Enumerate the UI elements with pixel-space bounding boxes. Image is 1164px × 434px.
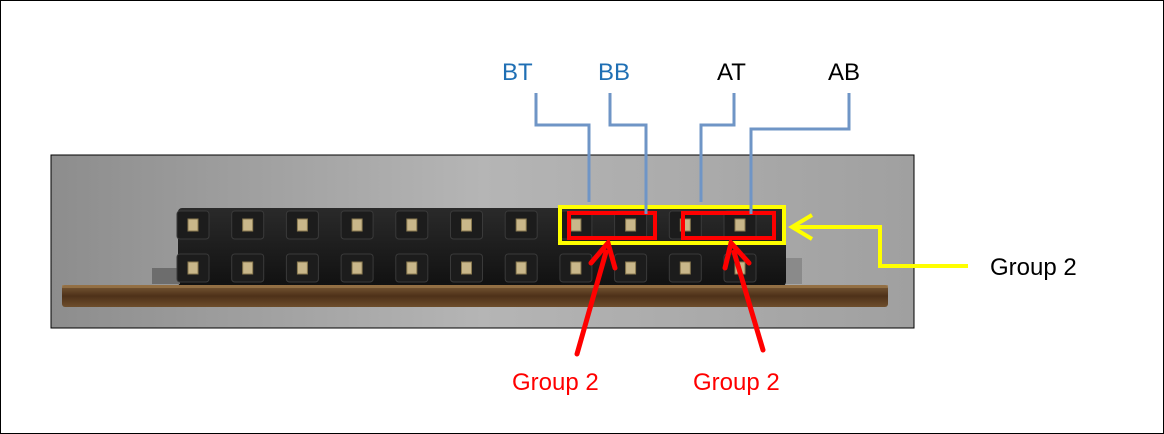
red-box-a-pair: [681, 211, 776, 240]
pin: [515, 261, 527, 275]
pin: [625, 218, 637, 232]
pcb-board: [62, 285, 888, 307]
yellow-group-box: [558, 205, 786, 245]
pin: [351, 218, 363, 232]
label-ab: AB: [828, 59, 860, 86]
pin: [679, 261, 691, 275]
side-component: [152, 268, 180, 284]
red-box-b-pair: [567, 211, 657, 240]
pin-array: [176, 210, 757, 283]
leader-lines: [534, 93, 851, 214]
pin: [187, 261, 199, 275]
leader-bb: [608, 93, 648, 214]
pin: [351, 261, 363, 275]
label-group-bottom-left: Group 2: [512, 369, 599, 396]
red-arrows: [574, 237, 766, 357]
pin: [570, 261, 582, 275]
pin: [515, 218, 527, 232]
label-group-right: Group 2: [990, 254, 1077, 281]
pin: [625, 261, 637, 275]
pin: [679, 218, 691, 232]
pin: [461, 261, 472, 275]
label-at: AT: [717, 59, 746, 86]
pin: [406, 261, 418, 275]
leader-ab: [749, 93, 851, 214]
header-photo: [50, 154, 915, 329]
leader-at: [699, 93, 736, 202]
leader-bt: [534, 93, 591, 202]
red-arrow-right-shaft: [731, 249, 766, 353]
side-component-right: [786, 258, 802, 284]
pin: [187, 218, 199, 232]
pin: [242, 261, 254, 275]
pin: [296, 261, 308, 275]
yellow-connector-line: [792, 225, 968, 268]
label-bb: BB: [598, 59, 630, 86]
yellow-group-indicator: [558, 205, 968, 268]
pin: [406, 218, 418, 232]
pin: [570, 218, 582, 232]
red-arrow-right-head: [722, 237, 752, 271]
label-group-bottom-right: Group 2: [693, 369, 780, 396]
pcb-edge-highlight: [62, 285, 888, 288]
pin: [296, 218, 308, 232]
pin: [461, 218, 472, 232]
pin: [242, 218, 254, 232]
pin: [734, 218, 746, 232]
yellow-arrowhead: [788, 213, 814, 241]
red-arrow-left-shaft: [574, 249, 609, 357]
red-arrow-left-head: [588, 237, 618, 271]
label-bt: BT: [502, 59, 533, 86]
